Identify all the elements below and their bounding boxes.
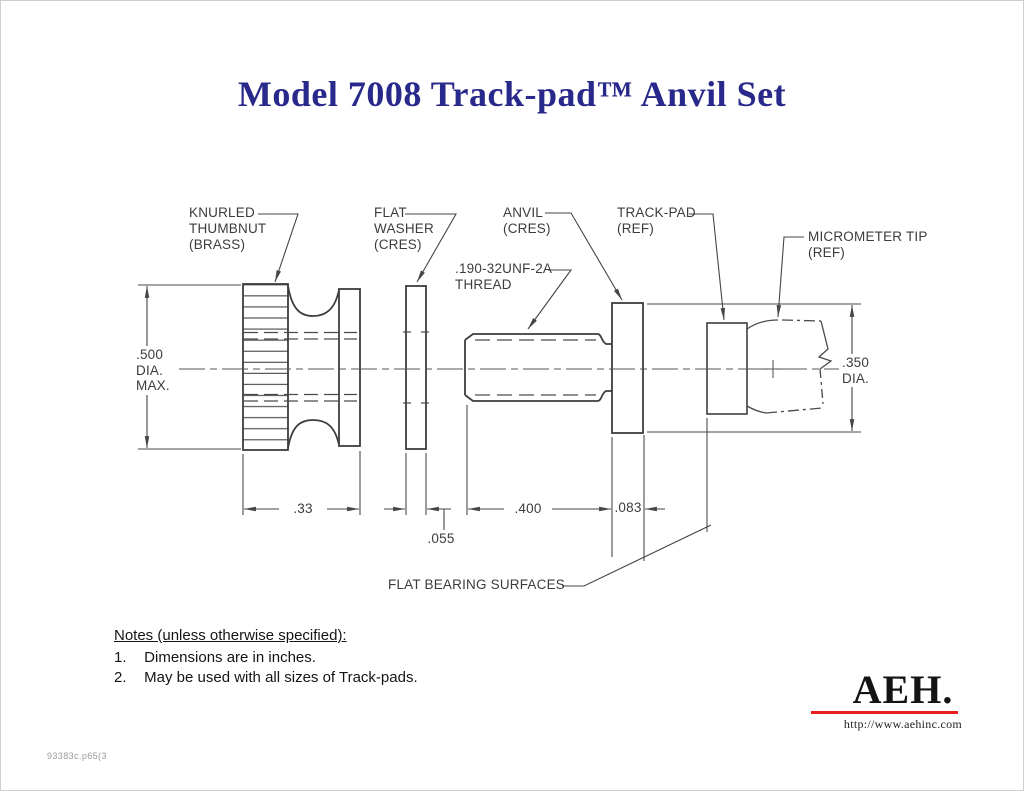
extension-lines	[138, 284, 861, 561]
dimension-washer-thickness: .055	[427, 531, 455, 546]
thread-spec-label: .190-32UNF-2A THREAD	[455, 261, 553, 292]
note-number: 2.	[114, 669, 127, 686]
company-url: http://www.aehinc.com	[843, 717, 963, 731]
washer-hidden-ticks	[403, 331, 429, 404]
note-text: May be used with all sizes of Track-pads…	[144, 669, 418, 686]
note-number: 1.	[114, 649, 127, 666]
dimension-thread-length: .400	[504, 501, 552, 517]
document-number: 93383c.p65(3	[47, 751, 107, 761]
dimension-flange-thickness: .083	[614, 500, 642, 515]
company-logo: AEH.	[852, 667, 954, 712]
dimension-thumbnut-width: .33	[279, 501, 327, 517]
note-item: 1. Dimensions are in inches.	[114, 649, 418, 666]
flat-washer-label: FLAT WASHER (CRES)	[374, 205, 434, 252]
flat-bearing-surfaces-label: FLAT BEARING SURFACES	[388, 577, 565, 592]
anvil-flange-outline	[611, 302, 644, 434]
micrometer-tip-label: MICROMETER TIP (REF)	[808, 229, 928, 260]
anvil-thread-lines	[475, 339, 596, 396]
logo-rule	[811, 711, 958, 714]
anvil-label: ANVIL (CRES)	[503, 205, 551, 236]
knurled-thumbnut-label: KNURLED THUMBNUT (BRASS)	[189, 205, 267, 252]
page-title: Model 7008 Track-pad™ Anvil Set	[237, 74, 787, 114]
dimension-dia-500-max: .500 DIA. MAX.	[133, 346, 173, 395]
leader-lines	[258, 212, 804, 587]
knurled-thumbnut-outline	[242, 283, 361, 451]
trackpad-label: TRACK-PAD (REF)	[617, 205, 696, 236]
anvil-outline	[464, 333, 612, 402]
note-text: Dimensions are in inches.	[144, 649, 316, 666]
washer-outline	[405, 285, 427, 450]
dimension-dia-350: .350 DIA.	[839, 354, 873, 387]
notes-heading: Notes (unless otherwise specified):	[114, 627, 347, 644]
note-item: 2. May be used with all sizes of Track-p…	[114, 669, 418, 686]
notes-block: Notes (unless otherwise specified): 1. D…	[114, 627, 418, 686]
micrometer-tip-outline	[746, 319, 833, 414]
